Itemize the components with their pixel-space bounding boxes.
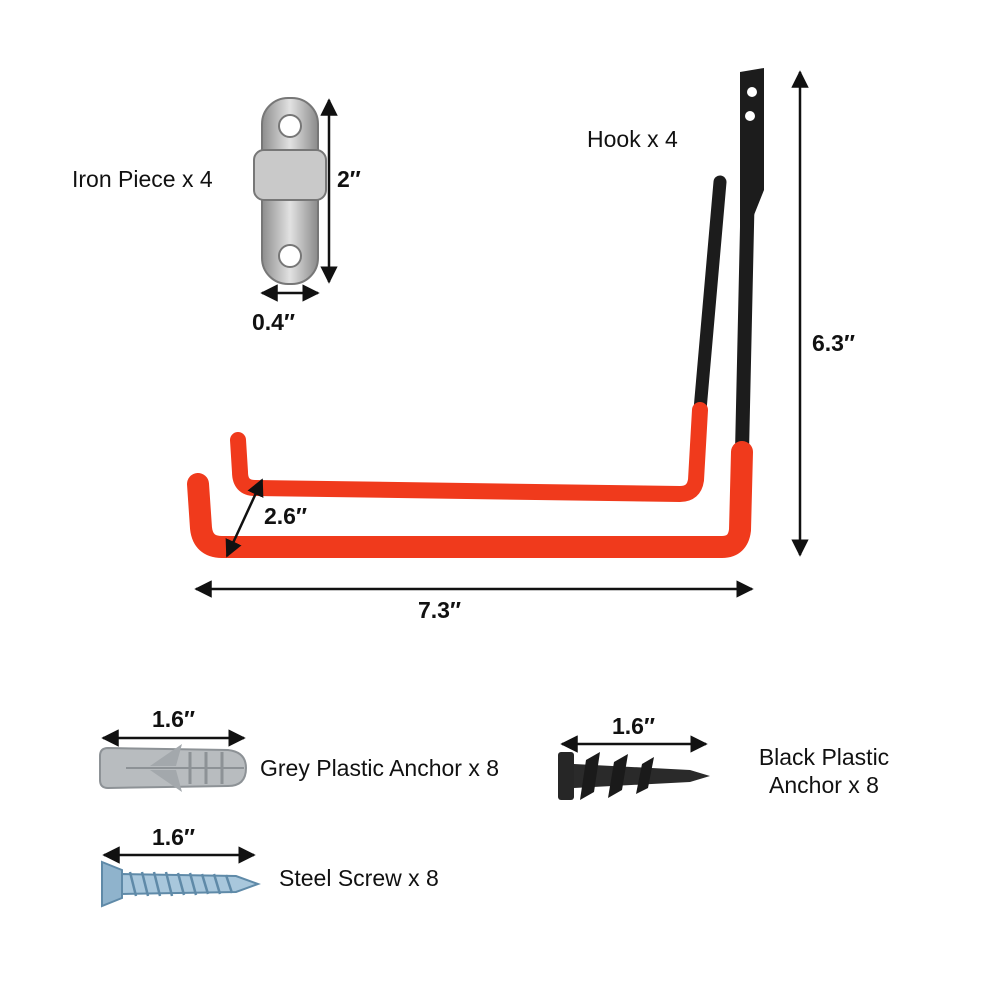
iron-height-dim: 2″ — [337, 166, 361, 192]
hook-depth-dim: 2.6″ — [264, 503, 307, 529]
screw-length-dim: 1.6″ — [152, 824, 195, 850]
iron-piece-icon — [253, 97, 327, 285]
hook-width-dim: 7.3″ — [418, 597, 461, 623]
steel-screw-label: Steel Screw x 8 — [279, 865, 439, 891]
hook-label: Hook x 4 — [587, 126, 678, 152]
grey-anchor-label: Grey Plastic Anchor x 8 — [260, 755, 500, 781]
hook-icon — [187, 68, 764, 558]
steel-screw-icon — [101, 860, 261, 908]
grey-anchor-icon — [99, 744, 248, 792]
black-anchor-icon — [558, 752, 710, 800]
black-anchor-length-dim: 1.6″ — [612, 713, 655, 739]
black-anchor-label-line1: Black Plastic — [758, 744, 890, 770]
black-anchor-label-line2: Anchor x 8 — [769, 772, 879, 798]
iron-piece-label: Iron Piece x 4 — [72, 166, 213, 192]
iron-width-dim: 0.4″ — [252, 309, 295, 335]
hook-height-dim: 6.3″ — [812, 330, 855, 356]
hook-depth-arrow — [225, 478, 264, 558]
grey-anchor-length-dim: 1.6″ — [152, 706, 195, 732]
